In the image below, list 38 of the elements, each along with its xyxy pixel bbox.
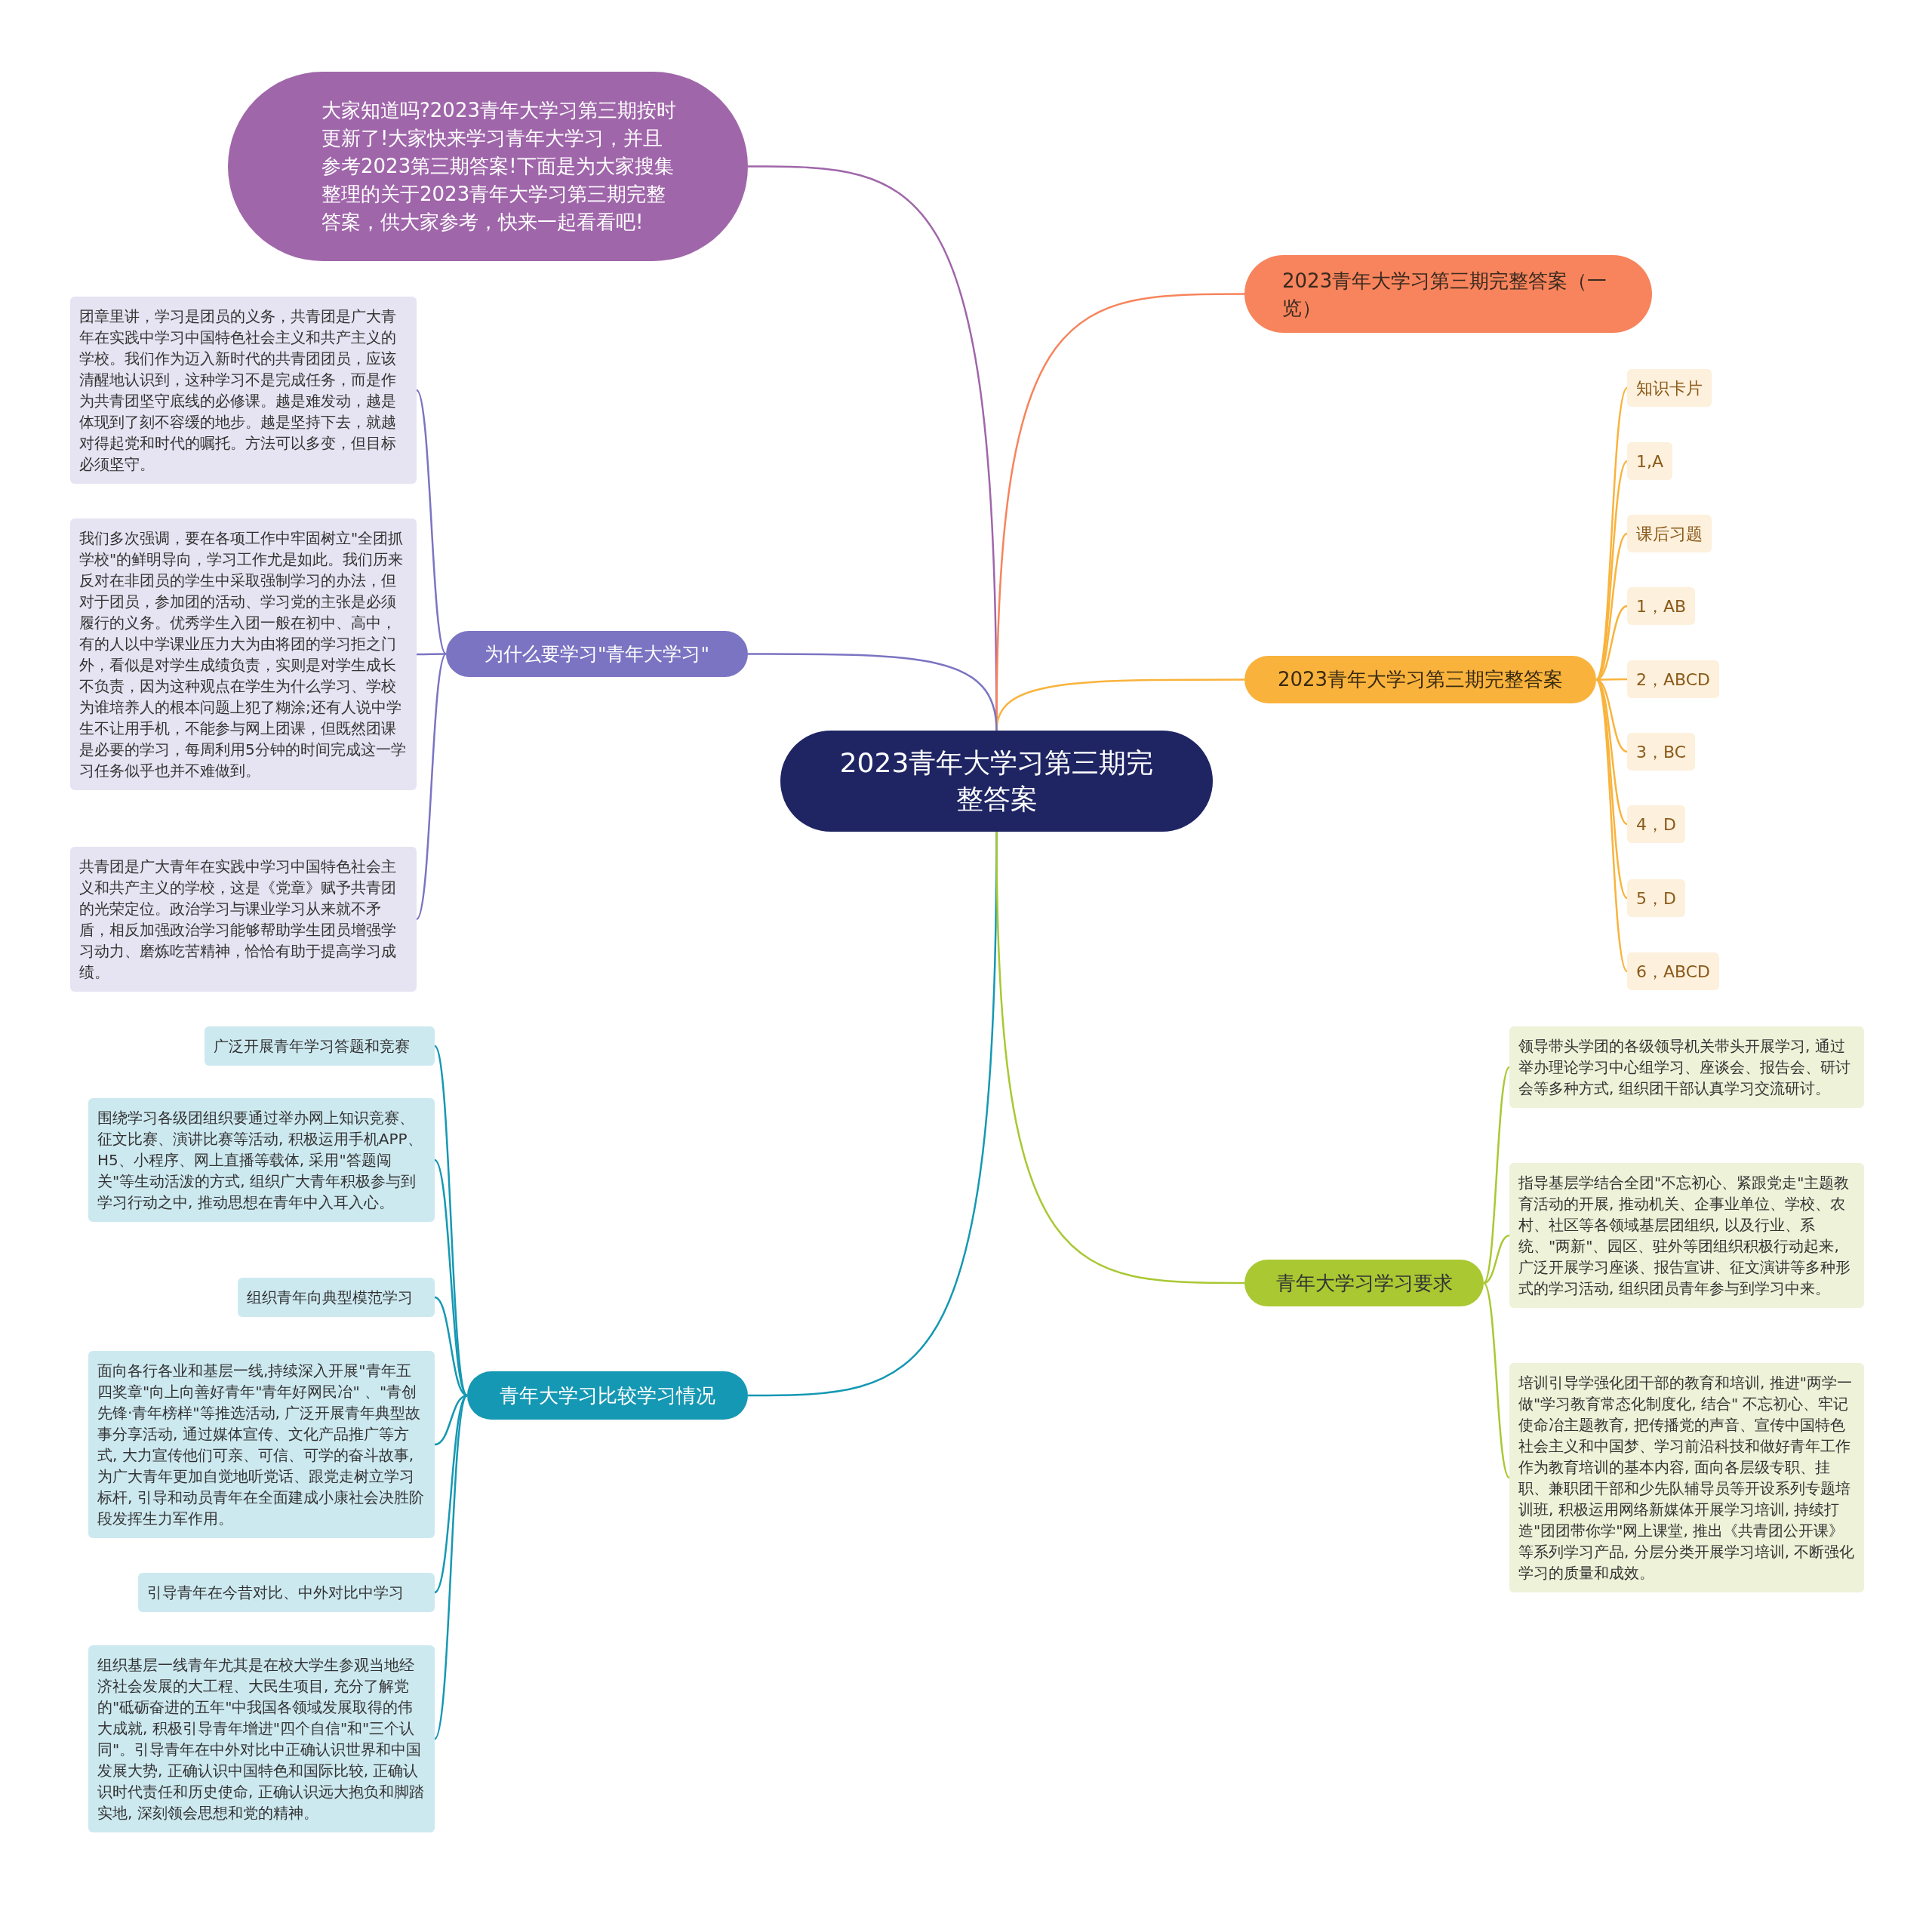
- answer-tag: 课后习题: [1627, 515, 1712, 552]
- answer-tag: 2，ABCD: [1627, 660, 1720, 698]
- connector-line: [415, 653, 448, 920]
- text-card: 共青团是广大青年在实践中学习中国特色社会主义和共产主义的学校，这是《党章》赋予共青团的光荣定位。政治学习与课业学习从来就不矛盾，相反加强政治学习能够帮助学生团员增强学习动力、磨炼吃苦精神，恰恰有助于提高学习成绩。: [70, 847, 417, 992]
- connector-line: [434, 1159, 468, 1396]
- text-card: 围绕学习各级团组织要通过举办网上知识竞赛、征文比赛、演讲比赛等活动, 积极运用手机APP、H5、小程序、网上直播等载体, 采用"答题闯关"等生动活泼的方式, 组织广大青年积极参与到学习行动之中, 推动思想在青年中入耳入心。: [88, 1098, 435, 1222]
- text-card: 组织青年向典型模范学习: [238, 1278, 435, 1317]
- text-card: 引导青年在今昔对比、中外对比中学习: [138, 1573, 435, 1612]
- connector-line: [433, 1395, 469, 1740]
- branch-topic: 青年大学习学习要求: [1244, 1260, 1484, 1306]
- answer-tag: 1，AB: [1627, 587, 1696, 625]
- text-card: 领导带头学团的各级领导机关带头开展学习, 通过举办理论学习中心组学习、座谈会、报告会、研讨会等多种方式, 组织团干部认真学习交流研讨。: [1509, 1026, 1864, 1108]
- branch-topic: 为什么要学习"青年大学习": [446, 631, 748, 677]
- answer-tag: 6，ABCD: [1627, 952, 1720, 990]
- text-card: 面向各行各业和基层一线,持续深入开展"青年五四奖章"向上向善好青年"青年好网民冶" 、"青创先锋·青年榜样"等推选活动, 广泛开展青年典型故事分享活动, 通过媒体宣传、文化产品推广等方式, 大力宣传他们可亲、可信、可学的奋斗故事, 为广大青年更加自觉地听党话、跟党走树立学习标杆, 引导和动员青年在全面建成小康社会决胜阶段发挥生力军作用。: [88, 1351, 435, 1538]
- connector-line: [415, 389, 448, 655]
- connector-line: [1483, 1282, 1510, 1478]
- answer-tag: 5，D: [1627, 879, 1685, 917]
- text-card: 培训引导学强化团干部的教育和培训, 推进"两学一做"学习教育常态化制度化, 结合" 不忘初心、牢记使命冶主题教育, 把传播党的声音、宣传中国特色社会主义和中国梦、学习前沿科技和做好青年工作作为教育培训的基本内容, 面向各层级专职、挂职、兼职团干部和少先队辅导员等开设系列专题培训班, 积极运用网络新媒体开展学习培训, 持续打造"团团带你学"网上课堂, 推出《共青团公开课》等系列学习产品, 分层分类开展学习培训, 不断强化学习的质量和成效。: [1509, 1363, 1864, 1592]
- answer-tag: 知识卡片: [1627, 369, 1712, 407]
- answer-tag: 1,A: [1627, 442, 1673, 480]
- connector-line: [417, 653, 446, 656]
- connector-line: [995, 832, 1244, 1285]
- branch-topic: 2023青年大学习第三期完整答案: [1244, 656, 1596, 703]
- text-card: 指导基层学结合全团"不忘初心、紧跟党走"主题教育活动的开展, 推动机关、企事业单位、学校、农村、社区等各领域基层团组织, 以及行业、系统、"两新"、园区、驻外等团组织积极行动起来, 广泛开展学习座谈、报告宣讲、征文演讲等多种形式的学习活动, 组织团员青年参与到学习中来。: [1509, 1163, 1864, 1308]
- connector-line: [748, 653, 998, 731]
- text-card: 组织基层一线青年尤其是在校大学生参观当地经济社会发展的大工程、大民生项目, 充分了解党的"砥砺奋进的五年"中我国各领域发展取得的伟大成就, 积极引导青年增进"四个自信"和"三个认同"。引导青年在中外对比中正确认识世界和中国发展大势, 正确认识中国特色和国际比较, 正确认识时代责任和历史使命, 正确认识远大抱负和脚踏实地, 深刻领会思想和党的精神。: [88, 1645, 435, 1832]
- connector-line: [1483, 1234, 1510, 1285]
- intro-bubble: 大家知道吗?2023青年大学习第三期按时更新了!大家快来学习青年大学习，并且参考2023第三期答案!下面是为大家搜集整理的关于2023青年大学习第三期完整答案，供大家参考，快来一起看看吧!: [228, 72, 748, 261]
- branch-topic: 2023青年大学习第三期完整答案（一览）: [1244, 255, 1652, 333]
- connector-line: [434, 1395, 468, 1593]
- branch-topic: 青年大学习比较学习情况: [467, 1371, 748, 1420]
- text-card: 团章里讲，学习是团员的义务，共青团是广大青年在实践中学习中国特色社会主义和共产主义的学校。我们作为迈入新时代的共青团团员，应该清醒地认识到，这种学习不是完成任务，而是作为共青团坚守底线的必修课。越是难发动，越是体现到了刻不容缓的地步。越是坚持下去，就越对得起党和时代的嘱托。方法可以多变，但目标必须坚守。: [70, 297, 417, 484]
- text-card: 我们多次强调，要在各项工作中牢固树立"全团抓学校"的鲜明导向，学习工作尤是如此。我们历来反对在非团员的学生中采取强制学习的办法，但对于团员，参加团的活动、学习党的主张是必须履行的义务。优秀学生入团一般在初中、高中，有的人以中学课业压力大为由将团的学习拒之门外，看似是对学生成绩负责，实则是对学生成长不负责，因为这种观点在学生为什么学习、学校为谁培养人的根本问题上犯了糊涂;还有人说中学生不让用手机，不能参与网上团课，但既然团课是必要的学习，每周利用5分钟的时间完成这一学习任务似乎也并不难做到。: [70, 518, 417, 790]
- text-card: 广泛开展青年学习答题和竞赛: [205, 1026, 435, 1066]
- answer-tag: 3，BC: [1627, 733, 1696, 771]
- central-topic: 2023青年大学习第三期完整答案: [780, 731, 1213, 832]
- answer-tag: 4，D: [1627, 805, 1685, 843]
